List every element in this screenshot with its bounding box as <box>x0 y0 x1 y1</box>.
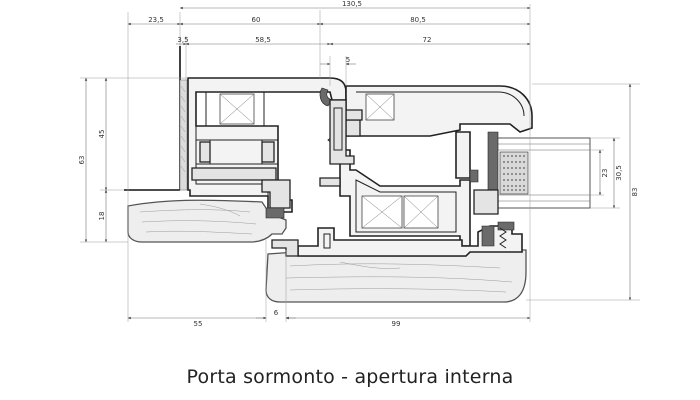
dim-top-mid: 60 <box>252 16 261 24</box>
dim-top-right: 80,5 <box>410 16 426 24</box>
dim-second-c: 72 <box>423 36 432 44</box>
dim-right-outer: 83 <box>631 188 639 197</box>
drawing-caption: Porta sormonto - apertura interna <box>186 366 514 388</box>
dim-left-lower: 18 <box>98 212 106 221</box>
wall-outline <box>124 46 188 191</box>
dim-second-b: 58,5 <box>255 36 271 44</box>
dimension-labels: 130,5 23,5 60 80,5 3,5 58,5 72 5 63 45 1… <box>78 0 639 328</box>
floor-wood-section <box>265 249 527 303</box>
dim-second-a: 3,5 <box>177 36 188 44</box>
dim-right-mid: 30,5 <box>615 165 623 181</box>
fixed-frame-profile <box>187 77 347 219</box>
dim-bottom-mid: 6 <box>274 309 279 317</box>
glazing-unit <box>473 131 591 215</box>
dim-top-overall: 130,5 <box>342 0 362 8</box>
wall-wood-section <box>127 199 287 243</box>
sash-profile <box>319 85 533 247</box>
dim-left-upper: 45 <box>98 130 106 139</box>
threshold-profile <box>271 221 523 257</box>
dimension-lines <box>80 4 640 322</box>
dim-bottom-left: 55 <box>194 320 203 328</box>
dim-left-outer: 63 <box>78 156 86 165</box>
dim-bottom-right: 99 <box>392 320 401 328</box>
dim-right-inner: 23 <box>601 169 609 178</box>
dim-third: 5 <box>346 56 350 64</box>
dim-top-left: 23,5 <box>148 16 164 24</box>
